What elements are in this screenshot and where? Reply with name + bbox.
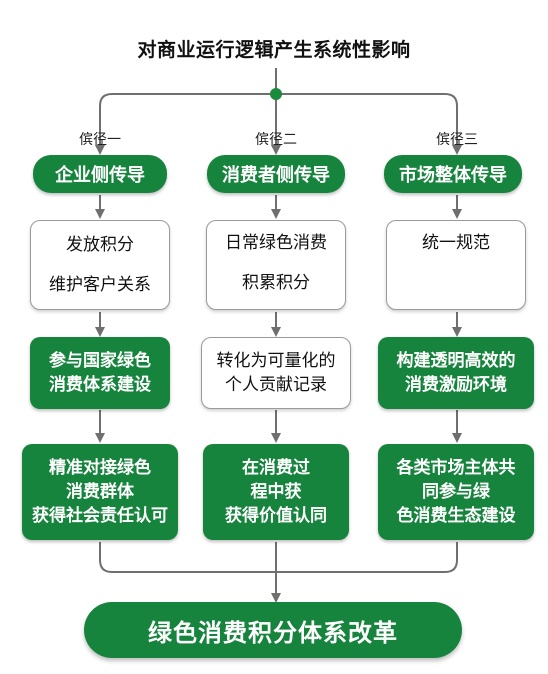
path-2-step-2-line-1: 转化为可量化的: [216, 351, 336, 371]
path-1-step-2-line-1: 参与国家绿色: [49, 351, 151, 371]
path-3-step-1: 统一规范: [386, 220, 526, 310]
path-1-step-2: 参与国家绿色 消费体系建设: [30, 337, 170, 409]
path-2-step-1: 日常绿色消费 积累积分: [206, 220, 346, 310]
path-3-step-3-line-2: 同参与绿: [422, 482, 490, 502]
path-header-3: 市场整体传导: [384, 155, 522, 193]
path-2-step-1-line-2: 积累积分: [242, 273, 310, 293]
path-2-step-2: 转化为可量化的 个人贡献记录: [201, 337, 351, 409]
path-1-step-1-line-2: 维护客户关系: [49, 275, 151, 295]
path-2-step-1-line-1: 日常绿色消费: [225, 233, 327, 253]
junction-dot: [270, 88, 282, 100]
branch-left: [95, 93, 276, 155]
path-3-step-2-line-1: 构建透明高效的: [396, 351, 516, 371]
path-1-step-1: 发放积分 维护客户关系: [30, 220, 170, 310]
path-3-step-3: 各类市场主体共 同参与绿 色消费生态建设: [378, 444, 534, 540]
bottom-conclusion: 绿色消费积分体系改革: [84, 602, 462, 658]
path-2-step-2-line-2: 个人贡献记录: [225, 375, 327, 395]
path-3-step-3-line-1: 各类市场主体共: [396, 458, 516, 478]
path-header-2: 消费者侧传导: [207, 155, 345, 193]
path-2-step-3-line-3: 获得价值认同: [225, 506, 327, 526]
merge-right: [276, 542, 458, 573]
branch-right: [276, 93, 462, 155]
path-3-step-2: 构建透明高效的 消费激励环境: [378, 337, 534, 409]
path-1-step-2-line-2: 消费体系建设: [49, 375, 151, 395]
path-3-step-3-line-3: 色消费生态建设: [396, 506, 516, 526]
path-3-step-2-line-2: 消费激励环境: [405, 375, 507, 395]
path-label-1: 傧径一: [79, 132, 121, 148]
diagram-title: 对商业运行逻辑产生系统性影响: [137, 39, 411, 61]
path-3-step-1-line-1: 统一规范: [422, 233, 490, 253]
path-header-1: 企业侧传导: [33, 155, 167, 193]
merge-left: [99, 542, 276, 573]
path-2-step-3-line-1: 在消费过: [242, 458, 310, 478]
path-2-step-3-line-2: 程中获: [250, 482, 302, 502]
path-label-3: 傧径三: [436, 132, 478, 148]
path-1-step-3: 精准对接绿色 消费群体 获得社会责任认可: [22, 444, 178, 540]
path-1-step-3-line-1: 精准对接绿色: [49, 458, 151, 478]
path-1-step-3-line-2: 消费群体: [66, 482, 134, 502]
path-label-2: 傧径二: [255, 132, 297, 148]
path-1-step-1-line-1: 发放积分: [66, 235, 134, 255]
path-2-step-3: 在消费过 程中获 获得价值认同: [203, 444, 349, 540]
path-1-step-3-line-3: 获得社会责任认可: [32, 506, 168, 526]
